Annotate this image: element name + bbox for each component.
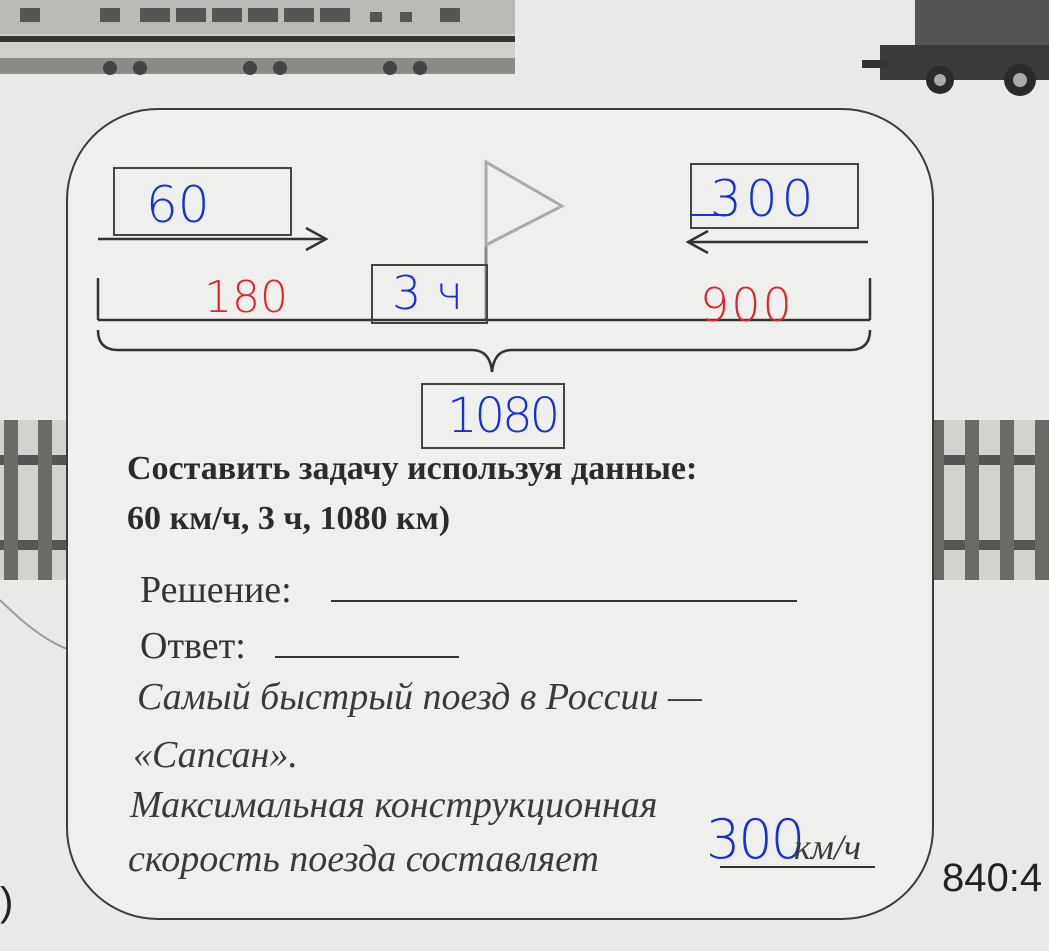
arrow-right-icon — [98, 226, 329, 252]
task-line-1: Составить задачу используя данные: — [127, 450, 698, 487]
max-speed-value: 300 — [706, 808, 805, 871]
total-distance-value: 1080 — [447, 388, 560, 444]
max-speed-field[interactable] — [720, 866, 875, 868]
answer-label: Ответ: — [140, 625, 246, 667]
speed-right-underline — [690, 214, 730, 216]
rails-left — [0, 420, 74, 580]
distance-right-value: 900 — [700, 278, 794, 332]
train-top-left — [0, 0, 515, 75]
speed-right-value: 300 — [710, 170, 818, 228]
speed-left-value: 60 — [146, 176, 210, 234]
speed-right-box — [690, 163, 859, 229]
rails-right — [918, 420, 1049, 580]
flag-icon — [484, 159, 566, 320]
locomotive-top-right — [862, 0, 1049, 96]
time-box — [371, 264, 488, 324]
brace — [96, 329, 872, 373]
task-line-2: 60 км/ч, 3 ч, 1080 км) — [127, 500, 451, 537]
time-value: 3 ч — [392, 266, 464, 320]
page-number-fragment: ) — [0, 880, 14, 924]
fact-line-1: Самый быстрый поезд в России — — [137, 676, 702, 718]
fact-line-4-text: скорость поезда составляет — [128, 838, 599, 880]
solution-field[interactable] — [331, 600, 797, 602]
distance-left-value: 180 — [204, 272, 288, 323]
fact-line-3: Максимальная конструкционная — [130, 784, 658, 826]
speed-left-box — [113, 167, 292, 236]
task-card — [66, 108, 934, 920]
answer-field[interactable] — [275, 656, 459, 658]
arrow-left-icon — [685, 229, 868, 255]
speed-unit: км/ч — [794, 827, 861, 867]
fact-line-2: «Сапсан». — [133, 734, 298, 776]
page-number: 840:4 — [942, 856, 1043, 900]
solution-label: Решение: — [140, 569, 292, 611]
distance-segment — [96, 278, 872, 322]
total-distance-box — [421, 383, 565, 449]
